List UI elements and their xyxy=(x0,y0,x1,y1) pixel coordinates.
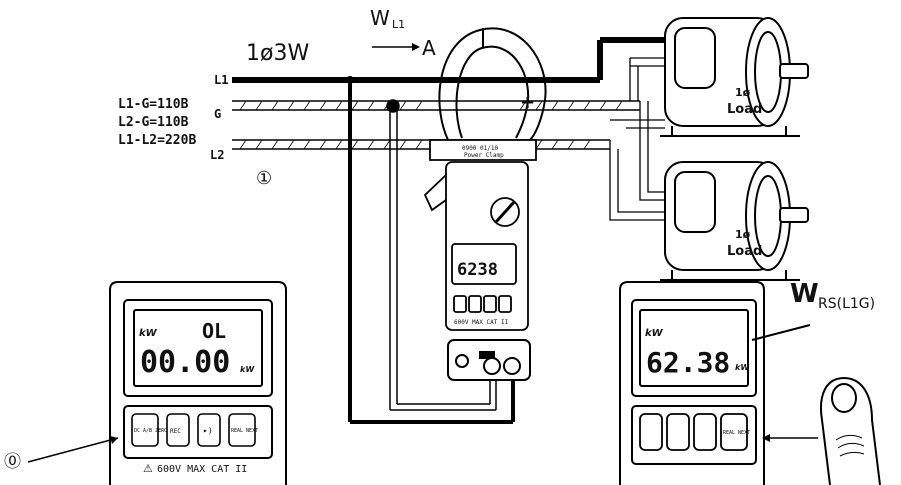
left-button-row xyxy=(131,413,256,447)
left-bottom-text: 600V MAX CAT II xyxy=(157,464,247,475)
input-terminal-block xyxy=(447,339,531,381)
left-lcd-top: OL xyxy=(202,319,226,343)
right-button-1[interactable] xyxy=(639,413,663,451)
step-0-marker: ⓪ xyxy=(4,452,21,472)
right-panel-title-sub: RS(L1G) xyxy=(818,296,875,312)
right-panel-title: W xyxy=(790,279,819,309)
left-button-label-4: REAL NEXT xyxy=(231,428,258,434)
right-button-3[interactable] xyxy=(693,413,717,451)
voltage-lead-black xyxy=(346,76,515,424)
right-button-row xyxy=(639,413,748,451)
left-button-label-3: ▸) xyxy=(203,426,213,435)
right-button-label-4: REAL NEXT xyxy=(723,430,750,436)
step-0-arrow xyxy=(27,436,119,463)
clamp-bottom-text: 600V MAX CAT II xyxy=(454,319,509,326)
right-indicator-arrow xyxy=(751,324,811,341)
load-2-label-top: 1ø xyxy=(735,228,751,241)
left-button-label-2: REC xyxy=(170,428,181,435)
line-label-g: G xyxy=(214,107,221,121)
load-motor-1 xyxy=(660,17,809,137)
load-1-label-top: 1ø xyxy=(735,86,751,99)
left-panel-body xyxy=(109,281,287,485)
system-label: 1ø3W xyxy=(246,41,309,66)
cable-hatching xyxy=(239,100,623,150)
clamp-jaw xyxy=(438,27,547,141)
step-1-marker: ① xyxy=(256,168,272,189)
right-panel-body xyxy=(619,281,765,485)
current-arrow-label: A xyxy=(422,36,436,60)
right-lcd-unit: kW xyxy=(735,363,750,372)
right-button-2[interactable] xyxy=(666,413,690,451)
line-l2 xyxy=(232,139,610,150)
right-button-real-next[interactable] xyxy=(720,413,748,451)
line-label-l1: L1 xyxy=(214,73,228,87)
left-button-real-next[interactable] xyxy=(228,413,256,447)
left-warning-icon: ⚠ xyxy=(143,462,153,475)
clamp-lcd-reading: 6238 xyxy=(457,260,498,280)
finger-illustration xyxy=(820,376,881,485)
right-lcd-main: 62.38 xyxy=(646,346,730,379)
load-motor-2 xyxy=(660,161,809,281)
load-2-label-bottom: Load xyxy=(727,244,762,259)
clamp-model-text: 0900 01/10 xyxy=(462,145,499,152)
right-mode-indicator: kW xyxy=(645,328,664,339)
line-g xyxy=(232,100,640,111)
load-wiring xyxy=(609,57,680,221)
line-label-l2: L2 xyxy=(210,148,224,162)
left-mode-indicator: kW xyxy=(139,328,158,339)
right-button-arrow xyxy=(762,434,818,442)
left-lcd-main: 00.00 xyxy=(140,345,230,380)
measure-label: W xyxy=(370,6,390,30)
left-button-dc-zero[interactable] xyxy=(131,413,159,447)
left-lcd-unit: kW xyxy=(240,365,255,374)
clamp-title-text: Power Clamp xyxy=(464,152,504,159)
voltage-note-1: L1-G=110B xyxy=(118,97,189,112)
left-button-rec[interactable] xyxy=(166,413,190,447)
voltage-lead-g xyxy=(386,99,497,411)
left-button-label-1: DC A/B ZERO xyxy=(134,428,167,434)
voltage-note-3: L1-L2=220B xyxy=(118,133,196,148)
clamp-meter-body xyxy=(423,139,537,331)
left-button-buzzer[interactable] xyxy=(197,413,221,447)
load-1-label-bottom: Load xyxy=(727,102,762,117)
clamp-polarity-mark: + xyxy=(520,92,535,113)
current-arrow xyxy=(372,43,420,51)
measure-sub-label: L1 xyxy=(392,18,405,31)
voltage-note-2: L2-G=110B xyxy=(118,115,189,130)
